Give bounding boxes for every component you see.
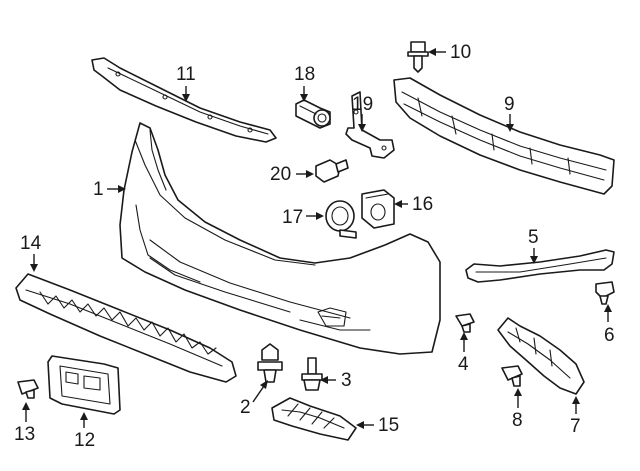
part-4-clip bbox=[455, 313, 475, 333]
callout-label-3: 3 bbox=[341, 370, 352, 391]
callout-label-11: 11 bbox=[176, 64, 196, 85]
callout-6: 6 bbox=[604, 304, 615, 346]
part-2-push-clip bbox=[257, 343, 283, 383]
part-8-screw bbox=[501, 365, 523, 387]
callout-label-20: 20 bbox=[270, 164, 291, 185]
part-16-sensor-module bbox=[361, 189, 395, 229]
callout-14: 14 bbox=[20, 233, 42, 272]
callout-20: 20 bbox=[270, 164, 314, 185]
callout-label-9: 9 bbox=[504, 94, 515, 115]
callout-15: 15 bbox=[356, 415, 399, 436]
part-11-upper-bar bbox=[91, 57, 277, 143]
callout-18: 18 bbox=[294, 64, 315, 102]
callout-5: 5 bbox=[528, 227, 539, 264]
callout-label-12: 12 bbox=[74, 430, 95, 451]
callout-17: 17 bbox=[282, 207, 324, 228]
callout-label-5: 5 bbox=[528, 227, 539, 248]
callout-label-7: 7 bbox=[570, 416, 581, 437]
callout-label-10: 10 bbox=[450, 42, 471, 63]
part-6-clip bbox=[595, 281, 615, 305]
part-12-license-bracket bbox=[47, 355, 121, 415]
callout-19: 19 bbox=[352, 94, 373, 132]
part-5-side-bracket bbox=[465, 249, 615, 283]
part-18-sensor bbox=[295, 99, 331, 129]
part-17-grommet bbox=[325, 200, 357, 239]
callout-10: 10 bbox=[428, 42, 471, 63]
part-10-bolt bbox=[407, 41, 429, 73]
callout-12: 12 bbox=[74, 412, 95, 451]
callout-label-15: 15 bbox=[378, 415, 399, 436]
part-7-side-retainer bbox=[497, 317, 585, 395]
callout-7: 7 bbox=[570, 396, 581, 437]
part-14-lower-grille bbox=[15, 273, 237, 383]
callout-16: 16 bbox=[394, 194, 433, 215]
callout-3: 3 bbox=[320, 370, 352, 391]
callout-label-18: 18 bbox=[294, 64, 315, 85]
callout-label-19: 19 bbox=[352, 94, 373, 115]
callout-label-1: 1 bbox=[93, 179, 104, 200]
callout-9: 9 bbox=[504, 94, 515, 132]
callout-label-16: 16 bbox=[412, 194, 433, 215]
callout-8: 8 bbox=[512, 388, 523, 431]
part-20-screw bbox=[315, 159, 349, 183]
callout-label-2: 2 bbox=[240, 397, 251, 418]
callout-label-17: 17 bbox=[282, 207, 303, 228]
part-15-lower-trim bbox=[271, 397, 357, 441]
callout-label-4: 4 bbox=[458, 354, 469, 375]
callout-4: 4 bbox=[458, 332, 469, 375]
part-19-bracket bbox=[345, 91, 395, 159]
callout-label-8: 8 bbox=[512, 410, 523, 431]
part-1-bumper-cover bbox=[119, 122, 441, 355]
callout-1: 1 bbox=[93, 179, 126, 200]
callout-11: 11 bbox=[176, 64, 196, 102]
callout-label-13: 13 bbox=[14, 424, 35, 445]
part-13-screw bbox=[17, 379, 39, 399]
callout-2: 2 bbox=[240, 380, 268, 418]
part-3-bolt bbox=[301, 357, 323, 391]
callout-13: 13 bbox=[14, 402, 35, 445]
callout-label-14: 14 bbox=[20, 233, 42, 254]
callout-label-6: 6 bbox=[604, 325, 615, 346]
part-9-absorber bbox=[393, 77, 615, 195]
